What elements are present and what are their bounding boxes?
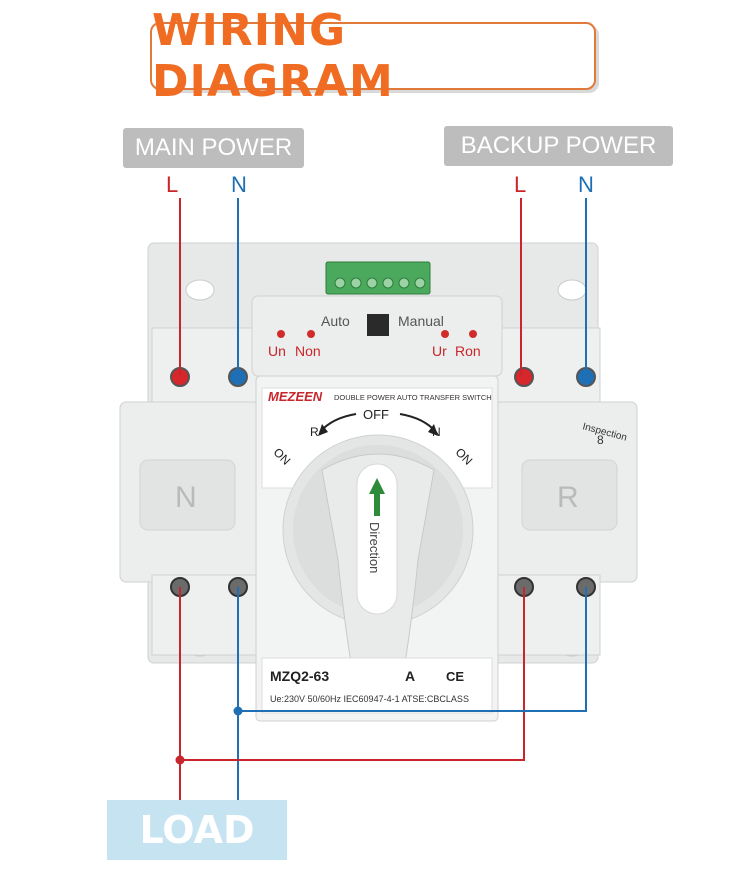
load-label: LOAD bbox=[139, 808, 255, 852]
spec-label: Ue:230V 50/60Hz IEC60947-4-1 ATSE:CBCLAS… bbox=[270, 694, 469, 704]
non-label: Non bbox=[295, 343, 321, 359]
brand-label: MEZEEN bbox=[268, 389, 323, 404]
backup-l-label: L bbox=[514, 172, 527, 197]
model-suffix: A bbox=[405, 668, 415, 684]
right-module-label: R bbox=[557, 481, 579, 514]
main-l-label: L bbox=[166, 172, 179, 197]
bridge-l-wire bbox=[180, 587, 525, 761]
bridge-n-wire bbox=[238, 587, 587, 712]
direction-label: Direction bbox=[367, 522, 382, 573]
main-power-label: MAIN POWER bbox=[123, 128, 304, 168]
inspection-number: 8 bbox=[597, 433, 604, 447]
load-box: LOAD bbox=[107, 800, 287, 860]
ron-label: Ron bbox=[455, 343, 481, 359]
auto-label: Auto bbox=[321, 313, 350, 329]
manual-label: Manual bbox=[398, 313, 444, 329]
r-position: R bbox=[310, 425, 319, 439]
left-module-label: N bbox=[175, 481, 197, 514]
title-box: WIRING DIAGRAM bbox=[150, 5, 596, 107]
n-position: N bbox=[432, 425, 441, 439]
backup-n-label: N bbox=[578, 172, 594, 197]
ur-label: Ur bbox=[432, 343, 447, 359]
ce-mark: CE bbox=[446, 669, 464, 684]
model-label: MZQ2-63 bbox=[270, 668, 329, 684]
main-n-label: N bbox=[231, 172, 247, 197]
off-label: OFF bbox=[363, 407, 389, 422]
device-subtitle: DOUBLE POWER AUTO TRANSFER SWITCH bbox=[334, 393, 492, 402]
backup-power-label: BACKUP POWER bbox=[444, 126, 673, 166]
page-title: WIRING DIAGRAM bbox=[152, 5, 394, 107]
un-label: Un bbox=[268, 343, 286, 359]
